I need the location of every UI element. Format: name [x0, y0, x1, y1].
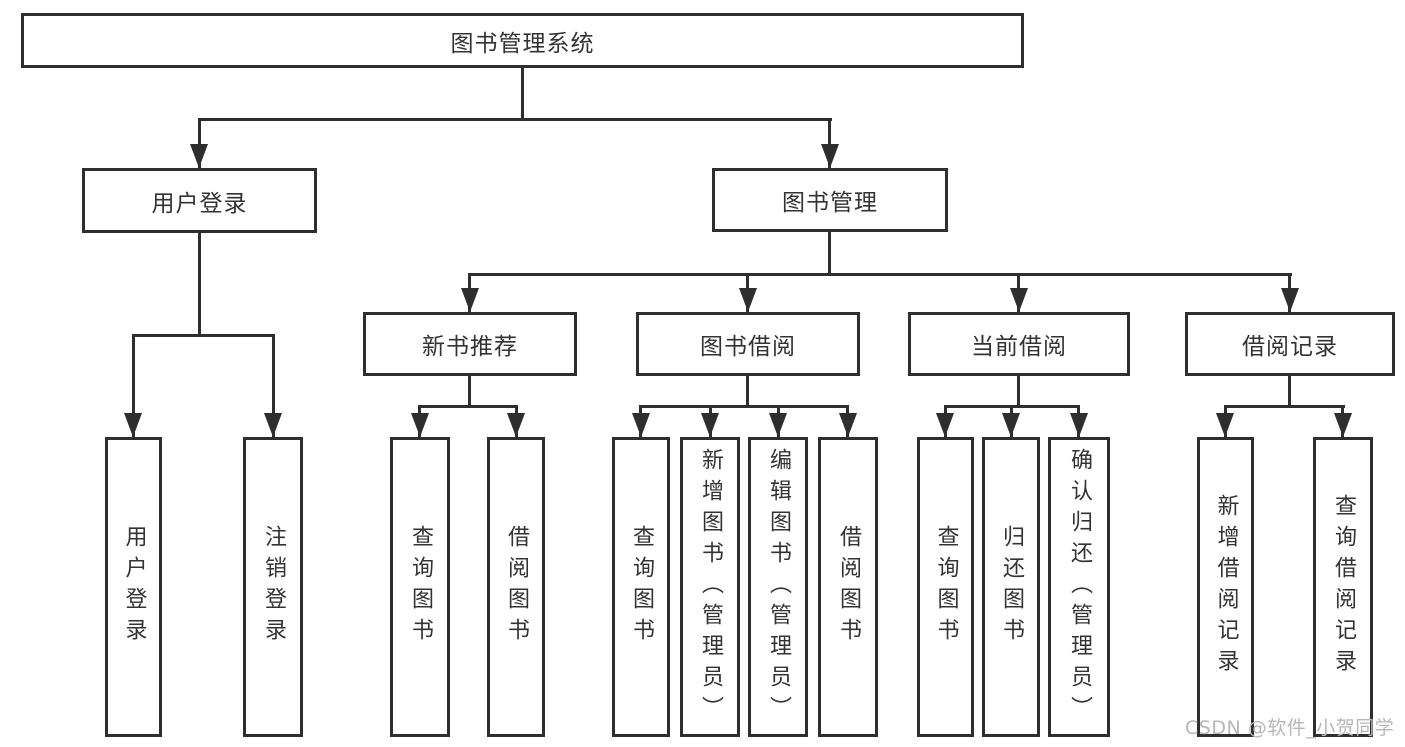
arrowhead-down	[1281, 288, 1299, 312]
leaf-label: 借阅图书	[504, 525, 529, 649]
leaf-label: 新增图书（管理员）	[698, 447, 723, 727]
connector-line	[468, 376, 471, 408]
leaf-add-borrow-record: 新增借阅记录	[1197, 437, 1254, 737]
leaf-label: 注销登录	[261, 525, 286, 649]
arrowhead-down	[507, 413, 525, 437]
connector-line	[198, 231, 201, 337]
leaf-label: 借阅图书	[836, 525, 861, 649]
node-borrow-record: 借阅记录	[1185, 312, 1395, 376]
connector-line	[132, 334, 135, 437]
arrowhead-down	[124, 413, 142, 437]
arrowhead-down	[701, 413, 719, 437]
leaf-label: 查询图书	[629, 525, 654, 649]
leaf-label: 确认归还（管理员）	[1067, 447, 1092, 727]
node-book-management: 图书管理	[712, 168, 948, 232]
connector-line	[1224, 405, 1345, 408]
node-label: 图书管理	[782, 190, 878, 216]
connector-line	[198, 118, 832, 121]
leaf-query-books-borrow: 查询图书	[612, 437, 670, 737]
arrowhead-down	[264, 413, 282, 437]
leaf-confirm-return-admin: 确认归还（管理员）	[1048, 437, 1110, 737]
connector-line	[1017, 376, 1020, 408]
node-label: 用户登录	[151, 190, 248, 217]
node-label: 借阅记录	[1242, 334, 1338, 360]
csdn-watermark: CSDN @软件_小贺同学	[1185, 717, 1395, 739]
node-current-borrow: 当前借阅	[908, 312, 1130, 376]
connector-line	[469, 273, 1292, 276]
leaf-query-borrow-record: 查询借阅记录	[1313, 437, 1373, 737]
leaf-query-books-recommend: 查询图书	[390, 437, 450, 737]
node-label: 图书管理系统	[450, 30, 595, 57]
arrowhead-down	[769, 413, 787, 437]
leaf-label: 查询借阅记录	[1331, 494, 1356, 680]
arrowhead-down	[190, 144, 208, 168]
leaf-query-books-current: 查询图书	[917, 437, 974, 737]
leaf-borrow-books-borrow: 借阅图书	[818, 437, 878, 737]
leaf-user-login: 用户登录	[105, 437, 162, 737]
arrowhead-down	[936, 413, 954, 437]
arrowhead-down	[739, 288, 757, 312]
leaf-label: 查询图书	[408, 525, 433, 649]
node-user-login: 用户登录	[82, 168, 317, 233]
connector-line	[1288, 376, 1291, 408]
node-new-book-recommend: 新书推荐	[363, 312, 577, 376]
connector-line	[418, 405, 517, 408]
leaf-label: 新增借阅记录	[1213, 494, 1239, 680]
connector-line	[746, 376, 749, 408]
connector-line	[132, 334, 274, 337]
arrowhead-down	[632, 413, 650, 437]
connector-line	[828, 231, 831, 276]
node-label: 图书借阅	[700, 334, 796, 360]
leaf-label: 用户登录	[121, 525, 147, 649]
arrowhead-down	[1070, 413, 1088, 437]
arrowhead-down	[1334, 413, 1352, 437]
arrowhead-down	[461, 288, 479, 312]
leaf-edit-book-admin: 编辑图书（管理员）	[748, 437, 808, 737]
leaf-add-book-admin: 新增图书（管理员）	[680, 437, 740, 737]
leaf-label: 编辑图书（管理员）	[766, 447, 791, 727]
connector-line	[639, 405, 849, 408]
node-label: 新书推荐	[422, 334, 518, 360]
arrowhead-down	[1010, 288, 1028, 312]
arrowhead-down	[839, 413, 857, 437]
arrowhead-down	[1216, 413, 1234, 437]
leaf-label: 查询图书	[933, 525, 959, 649]
connector-line	[521, 68, 524, 121]
leaf-logout: 注销登录	[243, 437, 303, 737]
node-library-system: 图书管理系统	[21, 13, 1024, 68]
arrowhead-down	[821, 144, 839, 168]
leaf-borrow-books-recommend: 借阅图书	[487, 437, 545, 737]
leaf-label: 归还图书	[999, 525, 1024, 649]
connector-line	[828, 118, 831, 168]
arrowhead-down	[411, 413, 429, 437]
connector-line	[198, 118, 201, 168]
arrowhead-down	[1002, 413, 1020, 437]
node-book-borrow: 图书借阅	[636, 312, 860, 376]
node-label: 当前借阅	[971, 334, 1067, 360]
connector-line	[272, 334, 275, 437]
leaf-return-book: 归还图书	[982, 437, 1040, 737]
